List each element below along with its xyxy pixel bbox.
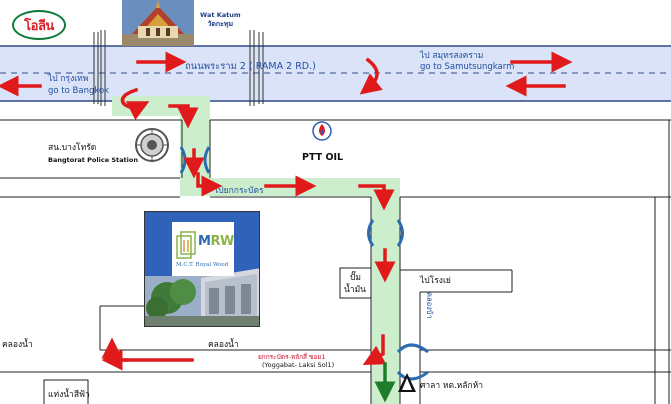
brand-name: โอลีน — [24, 18, 54, 34]
label-gas-line1: ปั๊ม — [350, 273, 361, 283]
label-to-bangkok-en: go to Bangkok — [48, 86, 110, 96]
brand-logo: โอลีน — [12, 10, 66, 40]
mrw-prefix: M — [198, 234, 211, 249]
label-to-factory: ไปโรงเย่ — [420, 276, 451, 286]
label-to-kratham: ไปยกกระบัตร — [214, 186, 264, 196]
label-soi-th: ยกกระบัตร-หลักสี่ ซอย1 — [258, 353, 326, 361]
label-canal-left: คลองน้ำ — [2, 340, 33, 350]
temple-name-th: วัดกะทุม — [207, 20, 234, 28]
label-canal-vertical: คลองบ้า — [425, 292, 434, 319]
mrw-accent: RW — [210, 234, 234, 249]
temple-photo — [122, 0, 194, 46]
north-triangle-icon — [398, 373, 416, 392]
mrw-logo: MRW M.C.T. Royal Wood — [172, 222, 234, 276]
label-to-bangkok-th: ไป กรุงเทพ — [48, 74, 89, 84]
label-bottom-left: แท่งน้ำสีฟ้า — [48, 390, 90, 400]
label-soi-en: (Yoggabat- Laksi Sol1) — [262, 361, 335, 369]
label-police-th: สน.บางโทรัด — [48, 143, 97, 153]
label-canal-mid: คลองน้ำ — [208, 340, 239, 350]
mrw-wordmark: MRW — [198, 234, 234, 249]
ptt-flame-icon — [312, 121, 332, 141]
road-label-main: ถนนพระราม 2 ( RAMA 2 RD.) — [185, 61, 316, 72]
overpass-left — [93, 30, 106, 106]
side-roads — [0, 119, 671, 404]
label-police-en: Bangtorat Police Station — [48, 156, 138, 164]
mrw-mark-icon — [176, 231, 196, 259]
label-ptt: PTT OIL — [302, 152, 344, 163]
office-photo: MRW M.C.T. Royal Wood — [144, 211, 260, 327]
label-to-samut-th: ไป สมุทรสงคราม — [420, 51, 484, 61]
temple-caption: Wat Katum วัดกะทุม — [200, 11, 241, 29]
mrw-company-name: M.C.T. Royal Wood — [176, 262, 229, 268]
label-sala: ศาลา หต.หลักห้า — [420, 381, 484, 391]
police-emblem-icon — [135, 128, 169, 162]
label-to-samut-en: go to Samutsungkarm — [420, 62, 515, 72]
temple-name-en: Wat Katum — [200, 11, 241, 19]
overpass-right — [249, 30, 264, 106]
label-gas-line2: น้ำมัน — [344, 285, 366, 295]
